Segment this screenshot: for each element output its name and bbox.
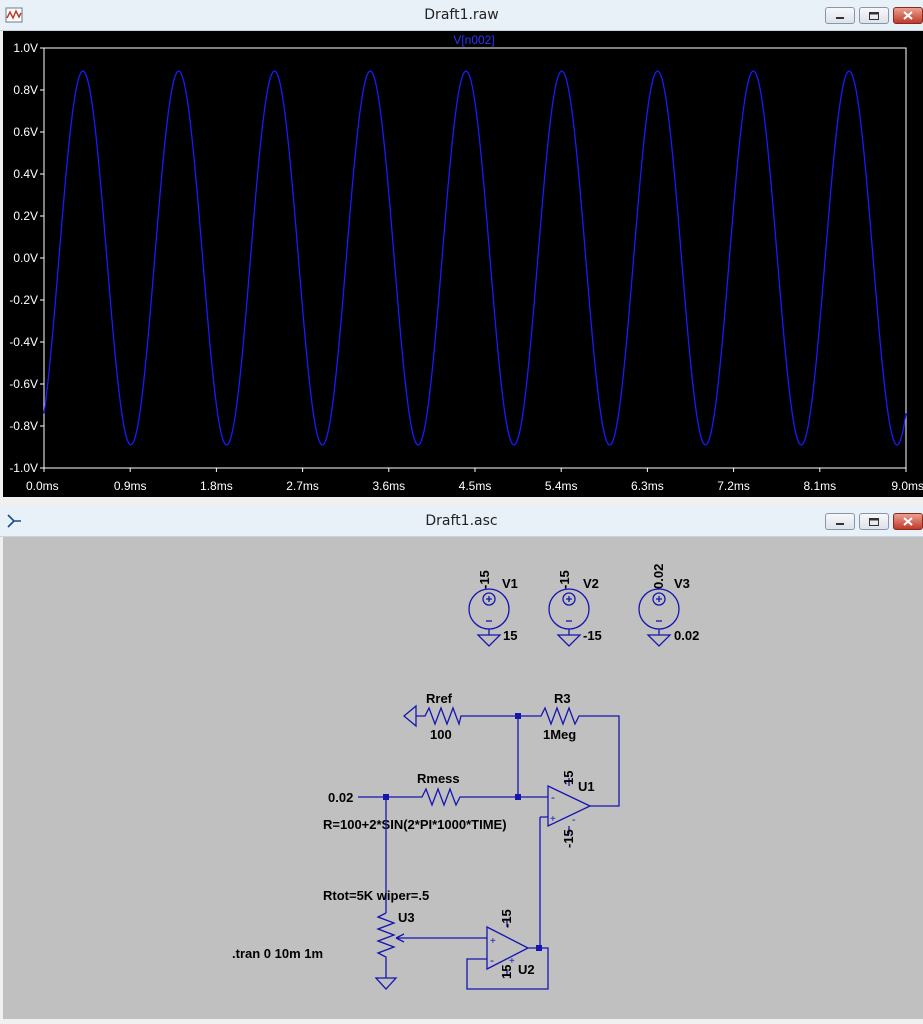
v2-top: -15 <box>557 570 572 589</box>
schematic-window-title: Draft1.asc <box>425 513 498 529</box>
close-button[interactable] <box>893 513 923 530</box>
v1-top: -15 <box>477 570 492 589</box>
potentiometer-u3[interactable]: Rtot=5K wiper=.5 U3 <box>323 888 487 990</box>
rmess-name: Rmess <box>417 771 460 786</box>
x-tick-label: 0.0ms <box>26 479 59 493</box>
x-tick-label: 5.4ms <box>545 479 578 493</box>
y-axis: 1.0V 0.8V 0.6V 0.4V 0.2V 0.0V -0.2V -0.4V -0.6V -… <box>9 41 44 475</box>
u3-param: Rtot=5K wiper=.5 <box>323 888 429 903</box>
schematic-svg: -15 V1 15 -15 V2 -15 0.02 V3 0.02 <box>232 564 699 990</box>
rref-name: Rref <box>426 691 453 706</box>
plot-window-titlebar[interactable]: Draft1.raw <box>0 0 923 31</box>
rmess-value: R=100+2*SIN(2*PI*1000*TIME) <box>323 817 507 832</box>
x-axis: 0.0ms 0.9ms 1.8ms 2.7ms 3.6ms 4.5ms 5.4ms 6.3ms… <box>26 468 923 493</box>
y-tick-label: 0.4V <box>13 167 38 181</box>
maximize-icon <box>869 12 879 20</box>
y-tick-label: 0.0V <box>13 251 38 265</box>
schematic-canvas[interactable]: -15 V1 15 -15 V2 -15 0.02 V3 0.02 <box>3 537 923 1019</box>
resistor-r3[interactable]: R3 1Meg <box>518 691 620 807</box>
y-tick-label: 0.2V <box>13 209 38 223</box>
u2-top: -15 <box>499 909 514 928</box>
waveform-icon <box>5 7 23 23</box>
u1-top: 15 <box>561 771 576 785</box>
x-tick-label: 0.9ms <box>114 479 147 493</box>
x-tick-label: 7.2ms <box>717 479 750 493</box>
u2-plus-label: + <box>509 956 515 967</box>
voltage-source-v2[interactable]: -15 V2 -15 <box>548 570 602 647</box>
r3-value: 1Meg <box>543 727 576 742</box>
v2-name: V2 <box>583 576 599 591</box>
y-tick-label: -0.2V <box>9 293 38 307</box>
waveform-plot[interactable]: V[n002] 1.0V 0.8V 0.6V 0.4V 0.2V 0.0V -0.2V -0.… <box>3 31 923 497</box>
close-icon <box>903 11 913 20</box>
resistor-rmess[interactable]: Rmess R=100+2*SIN(2*PI*1000*TIME) <box>323 771 548 832</box>
u2-bottom: 15 <box>499 965 514 979</box>
x-tick-label: 8.1ms <box>803 479 836 493</box>
trace-group <box>43 70 907 446</box>
junction-dot <box>515 713 521 719</box>
u2-name: U2 <box>518 962 535 977</box>
plot-window: Draft1.raw V[n002] 1.0V 0.8V 0.6V 0.4V 0.2V 0… <box>0 0 923 500</box>
v1-value: 15 <box>503 628 517 643</box>
minimize-icon <box>836 17 844 19</box>
minimize-button[interactable] <box>825 513 855 530</box>
x-tick-label: 4.5ms <box>459 479 492 493</box>
series-line-v-n002[interactable] <box>43 70 907 446</box>
u1-name: U1 <box>578 779 595 794</box>
input-label: 0.02 <box>328 790 353 805</box>
minimize-icon <box>836 523 844 525</box>
junction-dot <box>515 794 521 800</box>
x-tick-label: 1.8ms <box>200 479 233 493</box>
x-tick-label: 9.0ms <box>891 479 923 493</box>
close-icon <box>903 517 913 526</box>
spice-directive[interactable]: .tran 0 10m 1m <box>232 946 323 961</box>
r3-name: R3 <box>554 691 571 706</box>
close-button[interactable] <box>893 7 923 24</box>
u1-minus-label: - <box>572 814 576 826</box>
chart-title: V[n002] <box>453 33 494 47</box>
y-tick-label: -1.0V <box>9 461 38 475</box>
u1-minus: - <box>551 790 555 804</box>
schematic-window: Draft1.asc <box>0 506 923 1019</box>
voltage-source-v1[interactable]: -15 V1 15 <box>468 570 518 647</box>
x-tick-label: 6.3ms <box>631 479 664 493</box>
junction-dot <box>536 945 542 951</box>
v3-top: 0.02 <box>651 564 666 589</box>
opamp-u2[interactable]: + - -15 15 U2 + <box>466 909 549 990</box>
maximize-button[interactable] <box>859 7 889 24</box>
u2-minus: - <box>490 953 494 967</box>
voltage-source-v3[interactable]: 0.02 V3 0.02 <box>638 564 699 647</box>
rref-value: 100 <box>430 727 452 742</box>
y-tick-label: -0.6V <box>9 377 38 391</box>
v2-value: -15 <box>583 628 602 643</box>
y-tick-label: -0.8V <box>9 419 38 433</box>
v1-name: V1 <box>502 576 518 591</box>
u1-bottom: -15 <box>561 829 576 848</box>
maximize-icon <box>869 518 879 526</box>
v3-value: 0.02 <box>674 628 699 643</box>
opamp-u1[interactable]: - + 15 -15 U1 - <box>539 771 595 946</box>
maximize-button[interactable] <box>859 513 889 530</box>
waveform-chart: V[n002] 1.0V 0.8V 0.6V 0.4V 0.2V 0.0V -0.2V -0.… <box>9 33 923 493</box>
y-tick-label: 1.0V <box>13 41 38 55</box>
resistor-rref[interactable]: Rref 100 <box>402 691 518 742</box>
u2-plus: + <box>490 936 496 947</box>
plot-window-title: Draft1.raw <box>424 7 499 23</box>
u1-plus: + <box>550 814 556 825</box>
minimize-button[interactable] <box>825 7 855 24</box>
y-tick-label: -0.4V <box>9 335 38 349</box>
v3-name: V3 <box>674 576 690 591</box>
schematic-window-titlebar[interactable]: Draft1.asc <box>0 506 923 537</box>
u3-name: U3 <box>398 910 415 925</box>
y-tick-label: 0.6V <box>13 125 38 139</box>
y-tick-label: 0.8V <box>13 83 38 97</box>
x-tick-label: 3.6ms <box>372 479 405 493</box>
x-tick-label: 2.7ms <box>286 479 319 493</box>
schematic-icon <box>7 514 21 528</box>
